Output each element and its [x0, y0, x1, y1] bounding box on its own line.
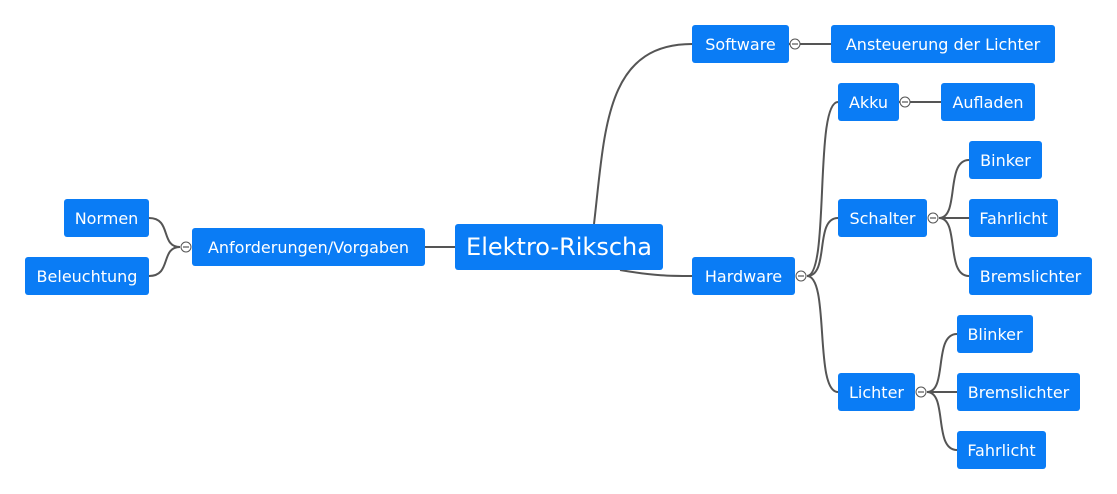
collapse-toggle-anforderungen[interactable] [180, 241, 192, 253]
node-ansteuerung[interactable]: Ansteuerung der Lichter [831, 25, 1055, 63]
collapse-toggle-schalter[interactable] [927, 212, 939, 224]
node-schalter-bremslichter[interactable]: Bremslichter [969, 257, 1092, 295]
node-lichter-blinker[interactable]: Blinker [957, 315, 1033, 353]
edge-root-software [593, 43, 693, 225]
edge-schalter-binker [938, 159, 970, 219]
edge-lichter-blinker [926, 333, 958, 393]
collapse-toggle-hardware[interactable] [795, 270, 807, 282]
node-normen[interactable]: Normen [64, 199, 149, 237]
edge-anforderungen-normen [148, 217, 181, 248]
node-lichter-bremslichter[interactable]: Bremslichter [957, 373, 1080, 411]
node-schalter-binker[interactable]: Binker [969, 141, 1042, 179]
edge-hardware-akku [806, 101, 839, 277]
node-akku[interactable]: Akku [838, 83, 899, 121]
collapse-toggle-software[interactable] [789, 38, 801, 50]
collapse-toggle-lichter[interactable] [915, 386, 927, 398]
edge-lichter-fahrlicht [926, 391, 958, 451]
edge-anforderungen-beleuchtung [148, 246, 181, 277]
node-lichter-fahrlicht[interactable]: Fahrlicht [957, 431, 1046, 469]
node-schalter-fahrlicht[interactable]: Fahrlicht [969, 199, 1058, 237]
edge-root-hardware [619, 269, 693, 277]
edge-hardware-schalter [806, 217, 839, 277]
edge-hardware-lichter [806, 275, 839, 393]
node-lichter[interactable]: Lichter [838, 373, 915, 411]
node-aufladen[interactable]: Aufladen [941, 83, 1035, 121]
node-root[interactable]: Elektro-Rikscha [455, 224, 663, 270]
edge-schalter-bremslichter [938, 217, 970, 277]
collapse-toggle-akku[interactable] [899, 96, 911, 108]
node-hardware[interactable]: Hardware [692, 257, 795, 295]
node-software[interactable]: Software [692, 25, 789, 63]
node-anforderungen[interactable]: Anforderungen/Vorgaben [192, 228, 425, 266]
node-beleuchtung[interactable]: Beleuchtung [25, 257, 149, 295]
node-schalter[interactable]: Schalter [838, 199, 927, 237]
